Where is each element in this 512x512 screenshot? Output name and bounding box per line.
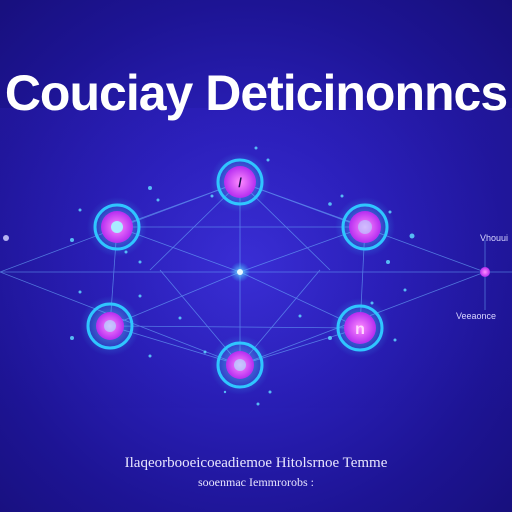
page-title: Couciay Deticinonncs (4, 64, 508, 121)
node-icon (87, 197, 147, 257)
particles (3, 146, 415, 406)
side-label-bottom: Veeaonce (456, 311, 497, 321)
caption-line-1: Ilaqeorbooeicoeadiemoe Hitolsrnoe Temme (124, 455, 388, 471)
network-links (0, 181, 512, 366)
node-icon: / (210, 152, 270, 212)
caption-line-2: sooenmac Iemmrorobs : (198, 475, 314, 489)
node-icon (480, 267, 490, 277)
side-label-top: Vhouui (480, 233, 509, 243)
svg-text:/: / (238, 175, 242, 190)
svg-text:n: n (355, 321, 365, 338)
node-icon: n (330, 298, 390, 358)
network-hub-icon (230, 262, 250, 282)
node-icon (335, 197, 395, 257)
node-icon (210, 335, 270, 395)
node-icon (80, 296, 140, 356)
